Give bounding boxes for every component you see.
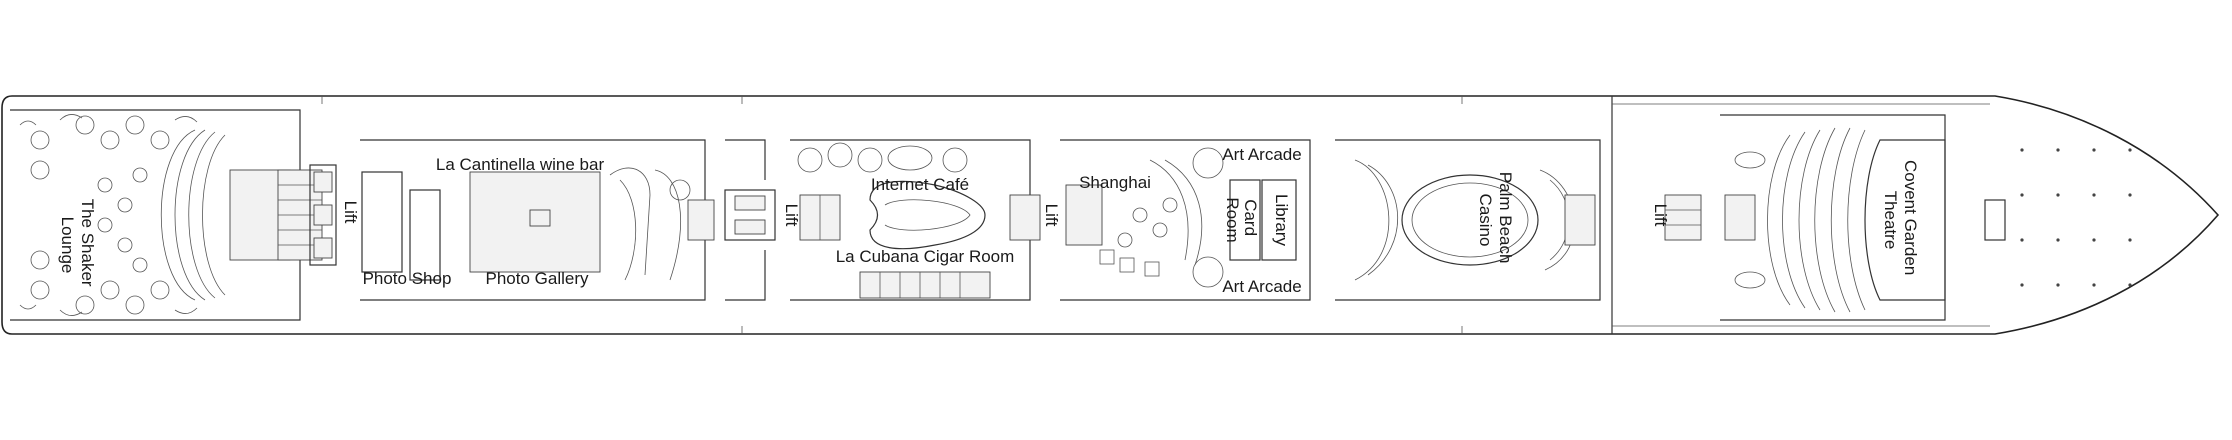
- lift-2: [724, 139, 776, 301]
- internet-cafe-label: Internet Café: [871, 175, 969, 194]
- art-arcade-bottom-label: Art Arcade: [1222, 277, 1301, 296]
- theatre-area: [1720, 114, 2006, 321]
- shanghai-label: Shanghai: [1079, 173, 1151, 192]
- cafe-and-cigar-area: [790, 139, 1041, 301]
- art-arcade-top-label: Art Arcade: [1222, 145, 1301, 164]
- casino-area: [1335, 139, 1601, 301]
- lift-aft: [309, 164, 337, 266]
- lift-label-3: Lift: [1042, 204, 1061, 227]
- bow-markers: [2020, 148, 2132, 287]
- lift-label-2: Lift: [782, 204, 801, 227]
- photo-gallery-label: Photo Gallery: [486, 269, 589, 288]
- library-label: Library: [1272, 194, 1291, 246]
- shaker-lounge-label: The Shaker Lounge: [58, 199, 97, 292]
- lounge-seating: [19, 114, 198, 316]
- card-room-label: Card Room: [1223, 197, 1260, 242]
- photo-shop-label: Photo Shop: [363, 269, 452, 288]
- palm-beach-casino-label: Palm Beach Casino: [1476, 172, 1515, 268]
- lift-label-1: Lift: [341, 201, 360, 224]
- hull-outline: [1, 95, 2220, 335]
- la-cubana-label: La Cubana Cigar Room: [836, 247, 1015, 266]
- shanghai-area: [1060, 139, 1311, 301]
- covent-garden-label: Covent Garden Theatre: [1881, 160, 1920, 280]
- photo-and-wine-area: [360, 139, 715, 301]
- la-cantinella-label: La Cantinella wine bar: [436, 155, 605, 174]
- lift-label-4: Lift: [1651, 204, 1670, 227]
- lift-4: [1664, 194, 1702, 241]
